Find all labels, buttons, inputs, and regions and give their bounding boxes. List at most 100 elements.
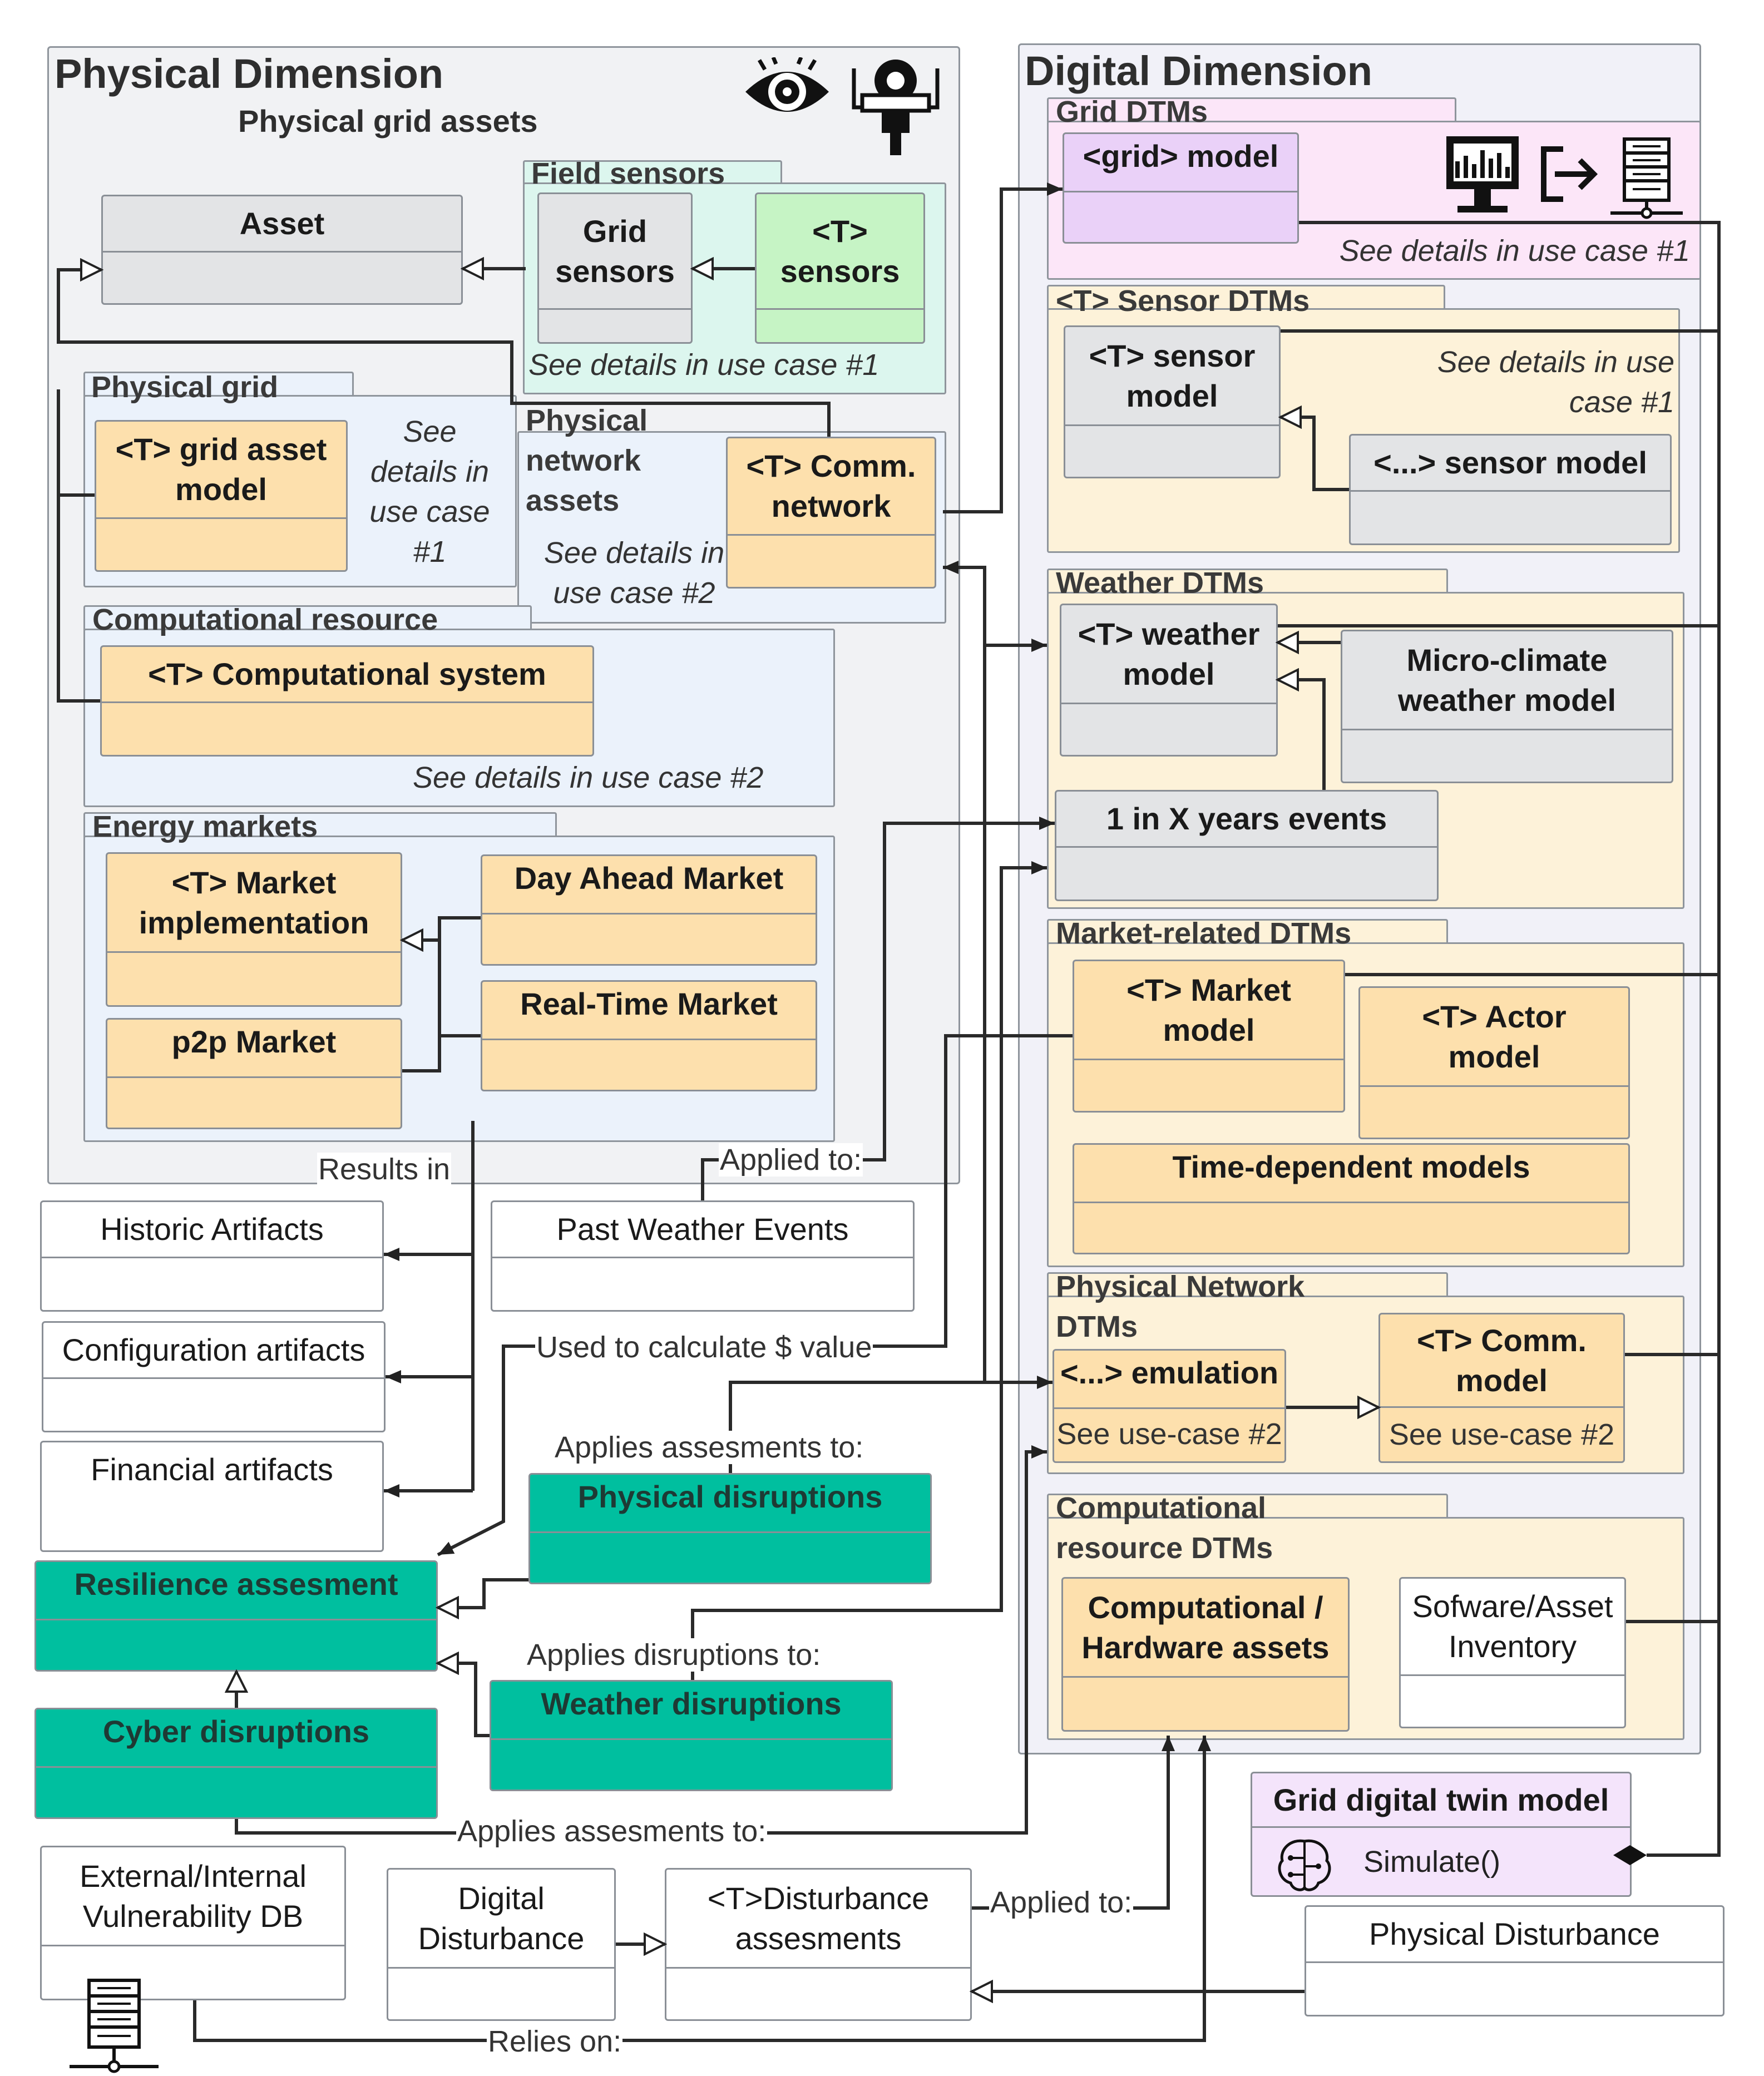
comm-model-class[interactable]: <T> Comm. model See use-case #2 <box>1378 1313 1625 1463</box>
vulnerability-db-label: External/Internal Vulnerability DB <box>42 1847 344 1946</box>
other-sensor-model-class[interactable]: <...> sensor model <box>1349 434 1672 545</box>
resilience-assessment-label: Resilience assesment <box>36 1562 436 1620</box>
physical-network-title: Physical network assets <box>526 404 648 517</box>
digital-disturbance-label: Digital Disturbance <box>388 1870 614 1969</box>
wire-assessments-applied-to <box>972 1736 1175 1910</box>
weather-disruptions-label: Weather disruptions <box>491 1682 891 1740</box>
grid-dtms-note: See details in use case #1 <box>1339 234 1690 268</box>
grid-asset-model-label: <T> grid asset model <box>96 422 346 519</box>
label-results-in: Results in <box>317 1153 452 1186</box>
brain-circuit-icon <box>1278 1839 1331 1891</box>
weather-model-class[interactable]: <T> weather model <box>1060 604 1278 757</box>
weather-disruptions-class[interactable]: Weather disruptions <box>490 1680 893 1791</box>
market-model-label: <T> Market model <box>1074 961 1343 1060</box>
extreme-events-class[interactable]: 1 in X years events <box>1055 790 1439 901</box>
time-dependent-models-label: Time-dependent models <box>1074 1145 1628 1203</box>
grid-dtms-title: Grid DTMs <box>1056 95 1208 128</box>
actor-model-class[interactable]: <T> Actor model <box>1358 986 1630 1139</box>
eye-icon <box>745 57 829 112</box>
label-applied-to-weather: Applied to: <box>719 1143 863 1177</box>
simulate-method-label: Simulate() <box>1363 1845 1501 1879</box>
computational-resource-note: See details in use case #2 <box>413 761 764 794</box>
hardware-assets-class[interactable]: Computational / Hardware assets <box>1061 1577 1350 1732</box>
grid-model-class[interactable]: <grid> model <box>1063 132 1299 244</box>
grid-sensors-class[interactable]: Grid sensors <box>537 192 693 344</box>
label-used-to-calculate: Used to calculate $ value <box>535 1331 873 1364</box>
computational-system-class[interactable]: <T> Computational system <box>100 645 594 757</box>
real-time-market-label: Real-Time Market <box>482 982 816 1040</box>
comm-model-label: <T> Comm. model <box>1380 1314 1623 1408</box>
database-server-icon <box>70 1979 159 2073</box>
compres-dtms-title: Computational resource DTMs <box>1056 1491 1273 1565</box>
physical-disturbance-class[interactable]: Physical Disturbance <box>1305 1905 1725 2016</box>
micro-climate-weather-model-class[interactable]: Micro-climate weather model <box>1341 630 1673 783</box>
asset-label: Asset <box>103 196 461 253</box>
label-applies-disruptions: Applies disruptions to: <box>526 1638 822 1672</box>
cyber-disruptions-class[interactable]: Cyber disruptions <box>34 1708 438 1819</box>
export-arrow-icon <box>1541 146 1598 202</box>
weather-dtms-title: Weather DTMs <box>1056 566 1264 600</box>
sensor-model-label: <T> sensor model <box>1065 327 1279 426</box>
grid-asset-model-class[interactable]: <T> grid asset model <box>95 420 348 572</box>
computational-resource-title: Computational resource <box>92 603 438 636</box>
financial-artifacts-label: Financial artifacts <box>91 1452 333 1487</box>
robot-arm-icon <box>852 60 940 155</box>
emulation-label: <...> emulation <box>1054 1351 1284 1409</box>
comm-network-class[interactable]: <T> Comm. network <box>726 437 936 589</box>
label-applies-assessments-2: Applies assesments to: <box>456 1815 768 1848</box>
physical-dimension-title: Physical Dimension <box>55 51 444 97</box>
micro-climate-weather-model-label: Micro-climate weather model <box>1342 631 1672 730</box>
t-sensors-label: <T> sensors <box>757 194 923 310</box>
time-dependent-models-class[interactable]: Time-dependent models <box>1073 1143 1630 1254</box>
software-inventory-label: Sofware/Asset Inventory <box>1401 1579 1624 1676</box>
energy-markets-tab <box>83 812 557 837</box>
digital-dimension-title: Digital Dimension <box>1025 48 1372 94</box>
t-sensors-class[interactable]: <T> sensors <box>755 192 925 344</box>
sensor-model-class[interactable]: <T> sensor model <box>1064 325 1281 478</box>
market-implementation-class[interactable]: <T> Market implementation <box>106 852 402 1007</box>
digital-disturbance-class[interactable]: Digital Disturbance <box>387 1868 616 2021</box>
field-sensors-title: Field sensors <box>531 157 725 190</box>
other-sensor-model-label: <...> sensor model <box>1351 436 1670 492</box>
monitor-chart-icon <box>1446 136 1519 212</box>
hardware-assets-label: Computational / Hardware assets <box>1063 1579 1348 1678</box>
disturbance-assessments-class[interactable]: <T>Disturbance assesments <box>665 1868 972 2021</box>
market-implementation-label: <T> Market implementation <box>107 854 401 953</box>
emulation-note: See use-case #2 <box>1056 1417 1282 1451</box>
financial-artifacts-class[interactable]: Financial artifacts <box>40 1441 384 1552</box>
label-applied-to-disturbance: Applied to: <box>989 1886 1134 1919</box>
physical-disruptions-label: Physical disruptions <box>530 1475 930 1533</box>
software-inventory-class[interactable]: Sofware/Asset Inventory <box>1399 1577 1626 1728</box>
network-dtms-title: Physical Network DTMs <box>1056 1270 1305 1343</box>
physical-disruptions-class[interactable]: Physical disruptions <box>528 1473 932 1584</box>
physical-grid-note: See details in use case #1 <box>369 415 490 569</box>
p2p-market-class[interactable]: p2p Market <box>106 1018 402 1129</box>
field-sensors-tab <box>523 160 782 184</box>
day-ahead-market-label: Day Ahead Market <box>482 856 816 915</box>
weather-model-label: <T> weather model <box>1061 605 1276 704</box>
historic-artifacts-class[interactable]: Historic Artifacts <box>40 1200 384 1312</box>
server-rack-icon <box>1610 137 1683 219</box>
computational-resource-tab <box>83 605 532 630</box>
resilience-assessment-class[interactable]: Resilience assesment <box>34 1560 438 1672</box>
past-weather-events-label: Past Weather Events <box>492 1202 913 1258</box>
physical-grid-assets-subtitle: Physical grid assets <box>238 103 538 139</box>
day-ahead-market-class[interactable]: Day Ahead Market <box>481 854 817 966</box>
grid-model-label: <grid> model <box>1064 134 1297 192</box>
physical-grid-title: Physical grid <box>91 370 279 404</box>
configuration-artifacts-class[interactable]: Configuration artifacts <box>42 1321 386 1432</box>
emulation-class[interactable]: <...> emulation See use-case #2 <box>1053 1349 1286 1463</box>
market-model-class[interactable]: <T> Market model <box>1073 960 1345 1113</box>
extreme-events-label: 1 in X years events <box>1056 792 1437 848</box>
asset-class[interactable]: Asset <box>101 195 463 305</box>
past-weather-events-class[interactable]: Past Weather Events <box>491 1200 915 1312</box>
wire-weather-disruptions-to-resilience <box>438 1663 490 1737</box>
real-time-market-class[interactable]: Real-Time Market <box>481 980 817 1091</box>
configuration-artifacts-label: Configuration artifacts <box>43 1323 384 1379</box>
sensor-dtms-title: <T> Sensor DTMs <box>1056 284 1310 318</box>
grid-sensors-label: Grid sensors <box>539 194 691 310</box>
label-relies-on: Relies on: <box>487 2025 623 2058</box>
cyber-disruptions-label: Cyber disruptions <box>36 1709 436 1768</box>
historic-artifacts-label: Historic Artifacts <box>42 1202 382 1258</box>
